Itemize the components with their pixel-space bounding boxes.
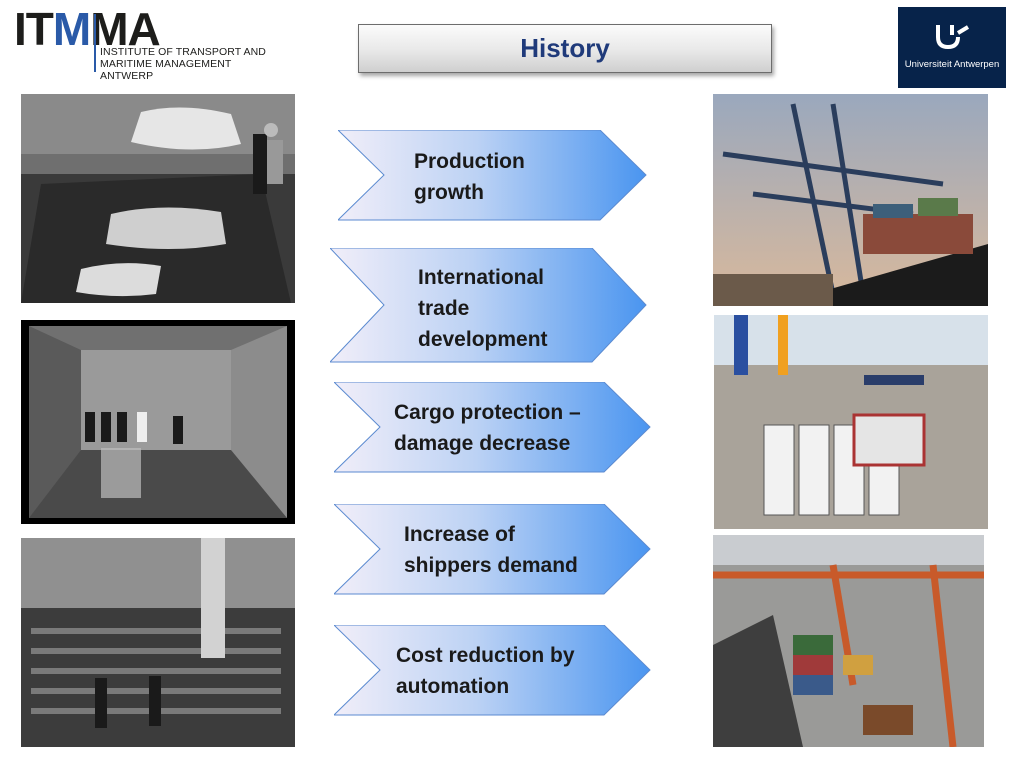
photo-historic-barrels-hold: [21, 538, 295, 747]
page-title-box: History: [358, 24, 772, 73]
chevron-line: development: [418, 328, 548, 351]
chevron-label: Cost reduction by automation: [396, 640, 575, 702]
itmma-subtitle-line-1: INSTITUTE OF TRANSPORT AND: [100, 46, 266, 58]
chevron-line: Increase of: [404, 523, 515, 546]
page-title: History: [520, 33, 610, 63]
chevron-label: Production growth: [414, 146, 525, 208]
chevron-line: trade: [418, 297, 470, 320]
chevron-line: growth: [414, 181, 484, 204]
itmma-logo: ITMMA INSTITUTE OF TRANSPORT AND MARITIM…: [14, 3, 284, 82]
chevron-label: International trade development: [418, 262, 548, 355]
chevron-line: Cost reduction by: [396, 644, 575, 667]
itmma-logo-wordmark: ITMMA: [14, 2, 161, 56]
chevron-label: Cargo protection – damage decrease: [394, 397, 581, 459]
itmma-logo-letters: ITMMA: [14, 3, 161, 55]
photo-automated-container-terminal: [713, 535, 984, 747]
photo-historic-sack-loading: [21, 94, 295, 303]
chevron-line: Production: [414, 150, 525, 173]
chevron-line: shippers demand: [404, 554, 578, 577]
chevron-cost-reduction: Cost reduction by automation: [334, 625, 652, 717]
photo-buses-in-hold: [714, 315, 988, 529]
photo-container-ship-cranes: [713, 94, 988, 306]
chevron-line: International: [418, 266, 545, 289]
chevron-line: damage decrease: [394, 432, 571, 455]
chevron-production-growth: Production growth: [338, 130, 648, 222]
photo-historic-cargo-hold: [21, 320, 295, 524]
chevron-label: Increase of shippers demand: [404, 519, 578, 581]
chevron-line: automation: [396, 675, 510, 698]
university-name: Universiteit Antwerpen: [904, 59, 1000, 70]
ua-emblem-icon: [936, 25, 970, 50]
itmma-subtitle-line-2: MARITIME MANAGEMENT ANTWERP: [100, 58, 232, 82]
itmma-logo-bar: [94, 14, 96, 72]
university-antwerp-logo: Universiteit Antwerpen: [898, 7, 1006, 88]
chevron-cargo-protection: Cargo protection – damage decrease: [334, 382, 652, 474]
itmma-logo-subtitle: INSTITUTE OF TRANSPORT AND MARITIME MANA…: [100, 46, 284, 82]
chevron-shippers-demand: Increase of shippers demand: [334, 504, 652, 596]
chevron-international-trade: International trade development: [330, 248, 648, 364]
chevron-line: Cargo protection –: [394, 401, 581, 424]
